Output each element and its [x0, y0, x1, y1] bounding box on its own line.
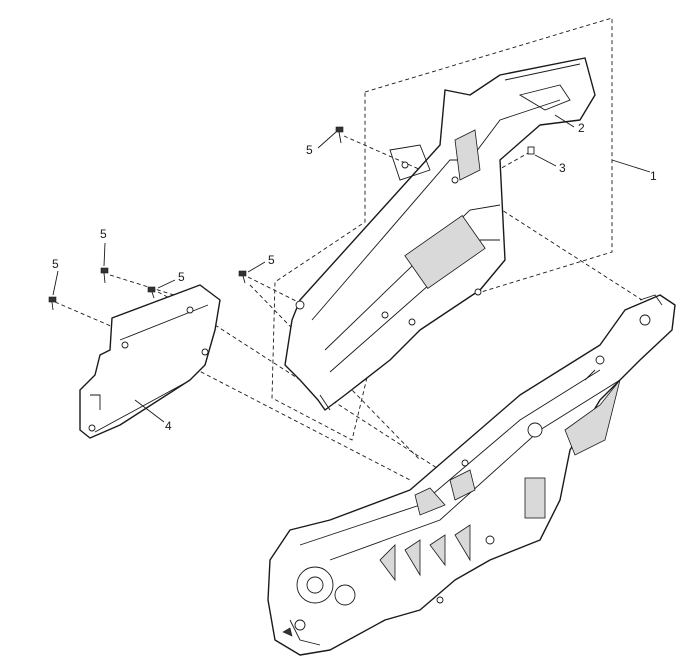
screw-cover-b [147, 286, 156, 299]
callout-2: 2 [578, 121, 585, 135]
callout-1: 1 [650, 169, 657, 183]
callout-3: 3 [559, 161, 566, 175]
callout-5-cover-right: 5 [178, 270, 185, 284]
screw-upper [335, 126, 344, 144]
callout-5-upper: 5 [306, 143, 313, 157]
callout-5-middle: 5 [268, 253, 275, 267]
callout-5-cover-left: 5 [52, 257, 59, 271]
upper-frame-part [284, 57, 596, 411]
screw-middle [238, 270, 247, 284]
pin-part [527, 146, 535, 155]
side-cover-part [79, 284, 221, 439]
screw-cover-c [48, 296, 57, 311]
callout-5-cover-top: 5 [100, 227, 107, 241]
screw-cover-a [100, 267, 109, 284]
callout-4: 4 [165, 419, 172, 433]
leader-lines [52, 114, 651, 423]
main-frame-part [267, 294, 676, 656]
